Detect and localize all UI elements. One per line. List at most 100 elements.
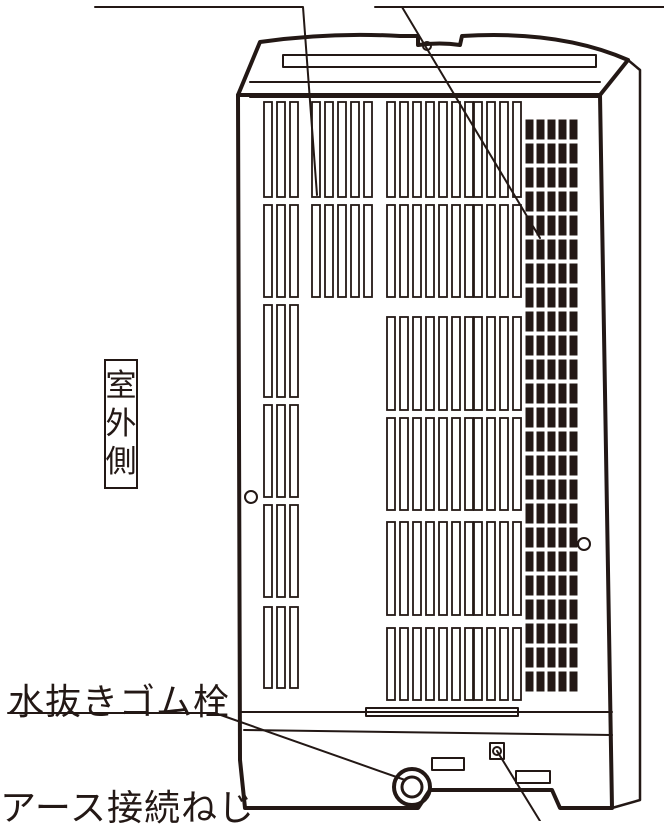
dark-vent-slot (558, 215, 567, 236)
vent-slot (473, 627, 483, 701)
vent-slot (486, 204, 496, 298)
vent-slot (386, 627, 396, 701)
vent-slot (412, 101, 422, 198)
vent-slot (263, 404, 273, 498)
dark-vent-slot (536, 383, 545, 404)
dark-vent-slot (569, 191, 578, 212)
vent-slot (499, 627, 509, 701)
dark-vent-slot (558, 671, 567, 692)
vent-slot (512, 316, 522, 411)
vent-slot (473, 521, 483, 616)
dark-vent-slot (558, 647, 567, 668)
dark-vent-slot (525, 143, 534, 164)
vent-slot (464, 316, 474, 411)
vent-slot (512, 627, 522, 701)
vent-slot (263, 606, 273, 689)
dark-vent-slot (547, 551, 556, 572)
dark-vent-slot (569, 263, 578, 284)
dark-vent-slot (569, 671, 578, 692)
dark-vent-slot (569, 167, 578, 188)
vent-slot (399, 316, 409, 411)
dark-vent-slot (569, 647, 578, 668)
dark-vent-slot (536, 503, 545, 524)
dark-vent-slot (558, 287, 567, 308)
dark-vent-slot (558, 431, 567, 452)
vent-slot (412, 627, 422, 701)
dark-vent-slot (569, 503, 578, 524)
dark-vent-slot (547, 527, 556, 548)
vent-slot (464, 101, 474, 198)
vent-slot (276, 304, 286, 398)
dark-vent-slot (547, 671, 556, 692)
dark-vent-slot (525, 671, 534, 692)
vent-slot (473, 101, 483, 198)
vent-slot (276, 204, 286, 298)
dark-vent-slot (569, 551, 578, 572)
vent-slot (512, 204, 522, 298)
vent-slot (425, 521, 435, 616)
vent-slot (451, 101, 461, 198)
earth-screw (492, 746, 502, 756)
vent-slot (451, 417, 461, 511)
vent-slot (386, 316, 396, 411)
vent-slot (337, 204, 347, 298)
dark-vent-slot (525, 431, 534, 452)
vent-slot (451, 627, 461, 701)
vent-slot (337, 101, 347, 198)
vent-slot (289, 404, 299, 498)
dark-vent-slot (547, 167, 556, 188)
dark-vent-slot (536, 311, 545, 332)
dark-vent-slot (547, 359, 556, 380)
dark-vent-slot (547, 239, 556, 260)
vent-slot (512, 521, 522, 616)
dark-vent-slot (558, 191, 567, 212)
dark-vent-slot (558, 359, 567, 380)
vent-slot (486, 627, 496, 701)
vent-slot (399, 101, 409, 198)
earth-screw-label: アース接続ねじ (0, 788, 256, 829)
dark-vent-slot (558, 239, 567, 260)
vent-slot (425, 204, 435, 298)
outdoor-side-char-1: 室 (105, 368, 137, 404)
outdoor-side-char-3: 側 (105, 444, 137, 480)
dark-vent-slot (547, 623, 556, 644)
dark-vent-slot (547, 647, 556, 668)
dark-vent-slot (558, 575, 567, 596)
dark-vent-slot (536, 431, 545, 452)
vent-slot (473, 417, 483, 511)
drain-plug-outer (392, 767, 432, 807)
dark-vent-slot (536, 143, 545, 164)
vent-slot (263, 304, 273, 398)
top-rail (282, 54, 597, 68)
dark-vent-slot (536, 215, 545, 236)
vent-slot (512, 417, 522, 511)
dark-vent-slot (536, 575, 545, 596)
dark-vent-slot (547, 407, 556, 428)
dark-vent-slot (547, 191, 556, 212)
dark-vent-slot (558, 407, 567, 428)
dark-vent-slot (547, 311, 556, 332)
vent-slot (276, 504, 286, 598)
dark-vent-slot (547, 431, 556, 452)
vent-slot (512, 101, 522, 198)
dark-vent-slot (558, 335, 567, 356)
vent-slot (311, 204, 321, 298)
vent-slot (399, 627, 409, 701)
dark-vent-slot (525, 359, 534, 380)
dark-vent-slot (525, 215, 534, 236)
dark-vent-slot (547, 119, 556, 140)
dark-vent-slot (569, 215, 578, 236)
dark-vent-slot (536, 239, 545, 260)
unit-front-body (236, 93, 614, 810)
dark-vent-slot (558, 599, 567, 620)
dark-vent-grille (525, 119, 578, 692)
vent-slot (464, 204, 474, 298)
vent-slot (486, 316, 496, 411)
vent-slot (289, 101, 299, 198)
dark-vent-slot (525, 239, 534, 260)
vent-slot (473, 316, 483, 411)
vent-slot (412, 316, 422, 411)
vent-slot (486, 521, 496, 616)
earth-screw-plate (489, 742, 505, 760)
bottom-slot (365, 707, 519, 717)
